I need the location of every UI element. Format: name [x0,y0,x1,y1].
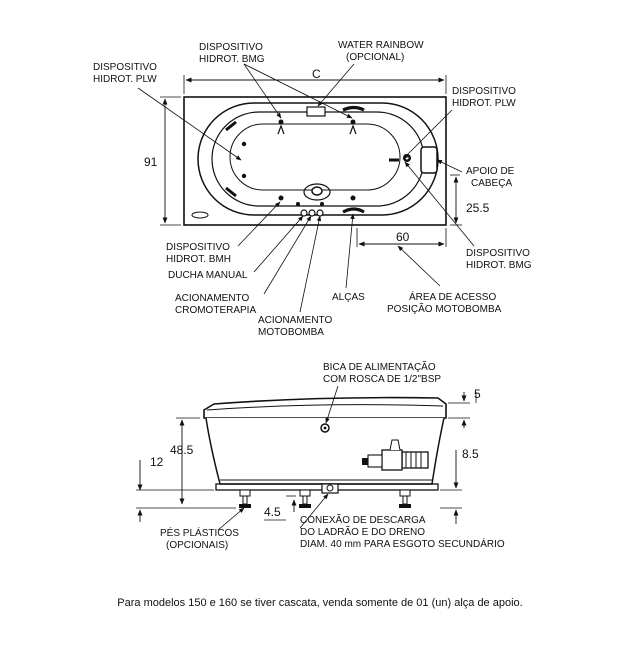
pump-switch-icon [316,209,324,217]
chromotherapy-switch-icon [308,209,316,217]
brand-logo-icon [191,211,209,219]
leader-moto [299,215,322,313]
leader-area [397,245,441,287]
head-rest-pad [420,146,438,174]
dim-c: C [312,67,321,81]
label-disp-bmg-top-1: DISPOSITIVO [199,42,263,53]
dim-48-5: 48.5 [170,443,194,457]
label-area-2: POSIÇÃO MOTOBOMBA [387,302,502,315]
dim-12: 12 [150,455,164,469]
leader-pes [217,507,245,531]
label-cromo-1: ACIONAMENTO [175,293,249,304]
jet-plw-left-1-icon [225,120,237,132]
label-cromo-2: CROMOTERAPIA [175,305,256,316]
jet-bmg-2-icon [350,119,356,125]
label-conexao-3: DIAM. 40 mm PARA ESGOTO SECUNDÁRIO [300,537,505,550]
jet-bmg-1-icon [278,119,284,125]
handle-top-icon [342,105,365,112]
label-disp-plw-right-1: DISPOSITIVO [452,86,516,97]
drain-icon [311,186,323,196]
leader-alcas [345,213,355,289]
label-conexao-1: CONEXÃO DE DESCARGA [300,513,426,526]
basin-floor [229,123,401,191]
side-view: BICA DE ALIMENTAÇÃO COM ROSCA DE 1/2"BSP… [136,360,505,551]
dim-5: 5 [474,387,481,401]
label-moto-2: MOTOBOMBA [258,327,324,338]
drain-connection-icon [321,483,339,494]
jet-plw-left-2-icon [225,186,237,198]
leader-bmh [237,201,281,247]
footnote: Para modelos 150 e 160 se tiver cascata,… [117,597,522,609]
water-rainbow-box [306,106,326,117]
label-bica-2: COM ROSCA DE 1/2"BSP [323,374,441,385]
label-pes-2: (OPCIONAIS) [166,540,228,551]
label-disp-bmg-right-1: DISPOSITIVO [466,248,530,259]
label-disp-bmh-2: HIDROT. BMH [166,254,231,265]
hand-shower-icon [300,209,308,217]
leader-ducha [253,215,304,273]
dim-4-5: 4.5 [264,505,281,519]
label-bica-1: BICA DE ALIMENTAÇÃO [323,360,436,373]
leader-bmg-right [404,161,475,247]
dim-91: 91 [144,155,158,169]
label-ducha: DUCHA MANUAL [168,270,248,281]
leader-plw-right [402,109,453,160]
jet-bmg-3-icon [350,195,356,201]
jet-bmh-icon [278,195,284,201]
leader-plw-left [137,87,242,161]
label-water-rainbow-2: (OPCIONAL) [346,52,404,63]
plastic-feet [239,489,411,508]
label-alcas: ALÇAS [332,292,365,303]
label-conexao-2: DO LADRÃO E DO DRENO [300,525,425,538]
label-disp-plw-left-1: DISPOSITIVO [93,62,157,73]
handle-bottom-icon [342,207,365,214]
leader-bmg-top [243,63,282,119]
label-disp-bmg-top-2: HIDROT. BMG [199,54,265,65]
label-water-rainbow-1: WATER RAINBOW [338,40,424,51]
leader-conexao [299,493,329,529]
label-disp-bmg-right-2: HIDROT. BMG [466,260,532,271]
label-area-1: ÁREA DE ACESSO [409,290,496,303]
leader-cromo [263,215,312,295]
leader-head-rest [436,159,463,173]
dim-60: 60 [396,230,410,244]
label-disp-plw-left-2: HIDROT. PLW [93,74,157,85]
leader-bica [325,385,339,424]
motor-pump-icon [362,439,429,471]
tub-outline-top [183,96,447,226]
label-moto-1: ACIONAMENTO [258,315,332,326]
label-apoio-2: CABEÇA [471,178,512,189]
dim-8-5: 8.5 [462,447,479,461]
label-pes-1: PÉS PLÁSTICOS [160,526,239,539]
dim-25-5: 25.5 [466,201,490,215]
tub-rim-side [203,396,447,419]
label-disp-plw-right-2: HIDROT. PLW [452,98,516,109]
top-view: DISPOSITIVO HIDROT. BMG WATER RAINBOW (O… [93,40,532,338]
leader-water-rainbow [317,63,355,107]
label-disp-bmh-1: DISPOSITIVO [166,242,230,253]
label-apoio-1: APOIO DE [466,166,515,177]
